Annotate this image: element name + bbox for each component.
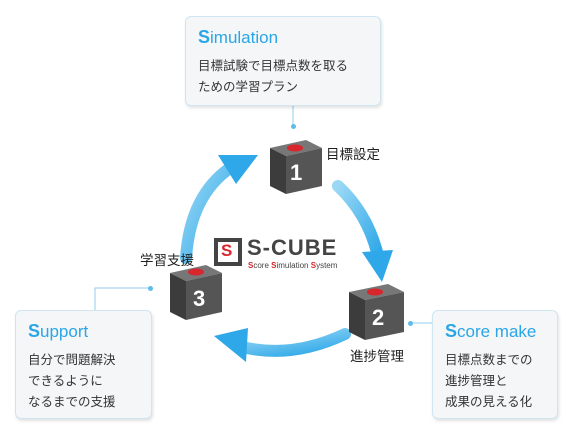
simulation-description: 目標試験で目標点数を取る ための学習プラン	[198, 58, 349, 94]
arrow-3-to-1-head	[218, 155, 258, 184]
step-1-label: 目標設定	[326, 147, 380, 163]
cube-1-number: 1	[290, 160, 303, 185]
score-make-title: Score make	[445, 321, 537, 341]
simulation-connector-dot	[291, 124, 296, 129]
support-box: Support 自分で問題解決 できるように なるまでの支援	[15, 310, 152, 419]
cube-3-badge	[188, 268, 204, 276]
simulation-box: Simulation 目標試験で目標点数を取る ための学習プラン	[185, 16, 381, 106]
score-make-box: Score make 目標点数までの 進捗管理と 成果の見える化	[432, 310, 558, 419]
logo-tagline: Score Simulation System	[248, 261, 338, 270]
step-2-label: 進捗管理	[350, 349, 404, 365]
support-description: 自分で問題解決 できるように なるまでの支援	[28, 352, 116, 409]
arrow-3-to-1	[180, 162, 236, 264]
arrow-2-to-3	[232, 328, 351, 357]
score-connector-dot	[408, 321, 413, 326]
logo-mark-letter: S	[221, 241, 233, 260]
cube-1-badge	[287, 144, 303, 152]
arrow-2-to-3-head	[214, 328, 248, 362]
support-connector	[94, 287, 150, 310]
support-title: Support	[28, 321, 89, 341]
cube-3	[170, 265, 222, 320]
cube-2-number: 2	[372, 305, 385, 330]
simulation-title: Simulation	[198, 27, 279, 47]
step-3-label: 学習支援	[140, 253, 194, 269]
score-make-description: 目標点数までの 進捗管理と 成果の見える化	[445, 352, 533, 409]
s-cube-logo-mark	[214, 238, 242, 266]
logo-name: S-CUBE	[247, 235, 338, 260]
cube-2	[349, 284, 404, 340]
support-connector-dot	[148, 286, 153, 291]
arrow-1-to-2-head	[362, 250, 393, 282]
arrow-1-to-2	[332, 180, 384, 262]
cube-2-badge	[367, 288, 383, 296]
cube-1	[270, 140, 322, 194]
cube-3-number: 3	[193, 286, 206, 311]
